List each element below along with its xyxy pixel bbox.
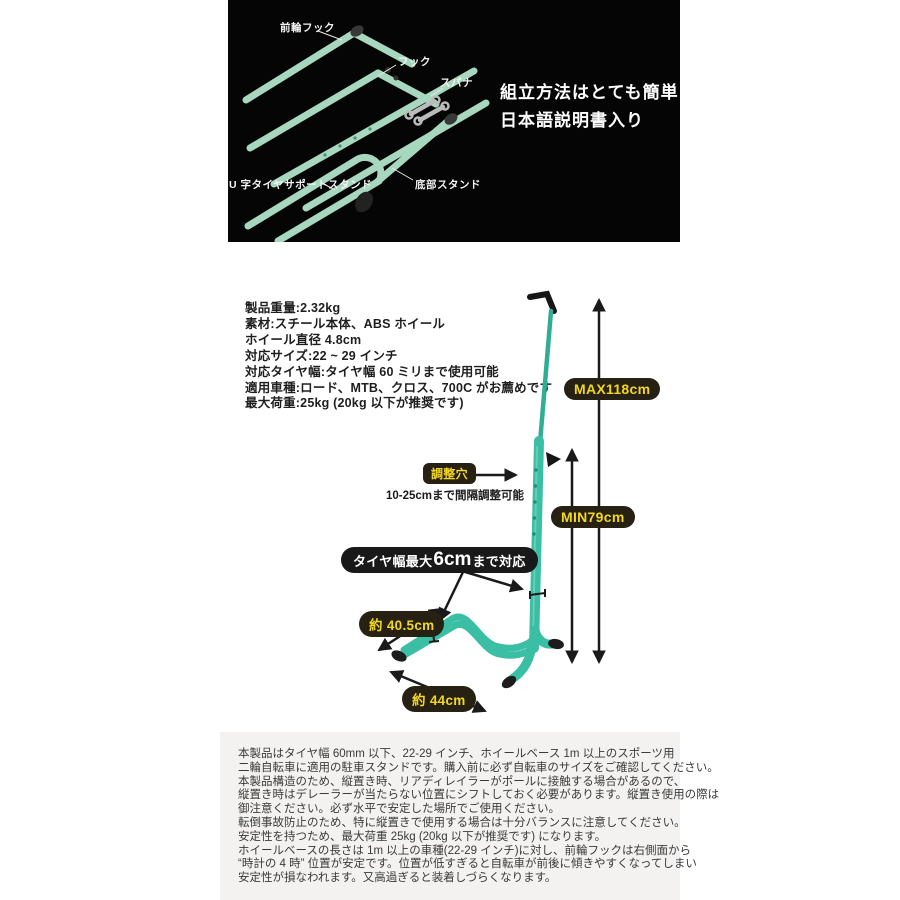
label-spanner: スパナ [440,77,473,89]
headline-easy-assembly: 組立方法はとても簡単 [500,83,679,102]
min-height-badge: MIN79cm [551,506,635,528]
disassembled-parts-illustration [228,0,680,242]
spanner-icon [408,98,446,123]
note-line: 縦置き時はデレーラーが当たらない位置にシフトしておく必要があります。縦置き使用の… [238,789,720,802]
tire-width-prefix: タイヤ幅最大 [353,553,433,569]
tire-width-suffix: まで対応 [472,553,526,569]
adjust-range-note: 10-25cmまで間隔調整可能 [386,490,525,502]
note-line: “時計の 4 時” 位置が安定です。位置が低すぎると自転車が前後に傾きやすくなっ… [238,858,697,871]
note-line: 安定性が損なわれます。又高過ぎると装着しづらくなります。 [238,872,557,885]
usage-notes-box: 本製品はタイヤ幅 60mm 以下、22-29 インチ、ホイールベース 1m 以上… [220,732,720,900]
adjust-hole-badge: 調整穴 [423,463,476,484]
spec-list: 製品重量:2.32kg 素材:スチール本体、ABS ホイール ホイール直径 4.… [245,301,575,412]
note-line: 二輪自転車に適用の駐車スタンドです。購入前に必ず自転車のサイズをご確認してくださ… [238,761,719,774]
clamp-knob [546,452,561,467]
top-hook [527,290,557,314]
max-height-badge: MAX118cm [564,378,661,400]
note-line: 転倒事故防止のため、特に縦置きで使用する場合は十分バランスに注意してください。 [238,816,686,829]
note-line: 本製品はタイヤ幅 60mm 以下、22-29 インチ、ホイールベース 1m 以上… [238,748,675,760]
spec-bike-types: 適用車種:ロード、MTB、クロス、700C がお薦めです [245,380,553,395]
usage-notes-text: 本製品はタイヤ幅 60mm 以下、22-29 インチ、ホイールベース 1m 以上… [238,748,720,886]
label-u-tire-support-stand: U 字タイヤサポートスタンド [229,179,373,191]
spec-weight: 製品重量:2.32kg [245,301,341,315]
spec-wheel-diameter: ホイール直径 4.8cm [245,332,362,347]
label-front-wheel-hook: 前輪フック [280,22,335,34]
arrow-tire-width-upper [461,569,524,593]
parts-photo-panel: 前輪フック フック スパナ U 字タイヤサポートスタンド 底部スタンド 組立方法… [228,0,680,242]
spec-material: 素材:スチール本体、ABS ホイール [245,316,446,331]
spec-tire-width: 対応タイヤ幅:タイヤ幅 60 ミリまで使用可能 [245,364,499,379]
outer-tube [529,436,544,653]
spec-size-range: 対応サイズ:22 ~ 29 インチ [245,348,398,363]
label-hook: フック [398,56,431,68]
tire-width-value: 6cm [433,549,472,570]
depth-badge: 約 40.5cm [359,611,445,637]
note-line: 安定性を持つため、最大荷重 25kg (20kg 以下が推奨です) になります。 [238,830,607,843]
note-line: ホイールベースの長さは 1m 以上の車種(22-29 インチ)に対し、前輪フック… [238,844,692,857]
spec-max-load: 最大荷重:25kg (20kg 以下が推奨です) [245,396,464,411]
arrow-tire-width-lower [438,571,465,622]
u-tire-slot [400,613,537,654]
adjustment-holes [532,468,538,536]
note-line: 本製品構造のため、縦置き時、リアディレイラーがポールに接触する場合があるので、 [238,775,686,788]
label-bottom-stand: 底部スタンド [415,179,481,191]
note-line: 御注意ください。必ず水平で安定した場所でご使用ください。 [238,803,560,816]
width-badge: 約 44cm [402,686,476,712]
headline-japanese-manual: 日本語説明書入り [500,111,644,130]
inner-pole [537,308,554,446]
